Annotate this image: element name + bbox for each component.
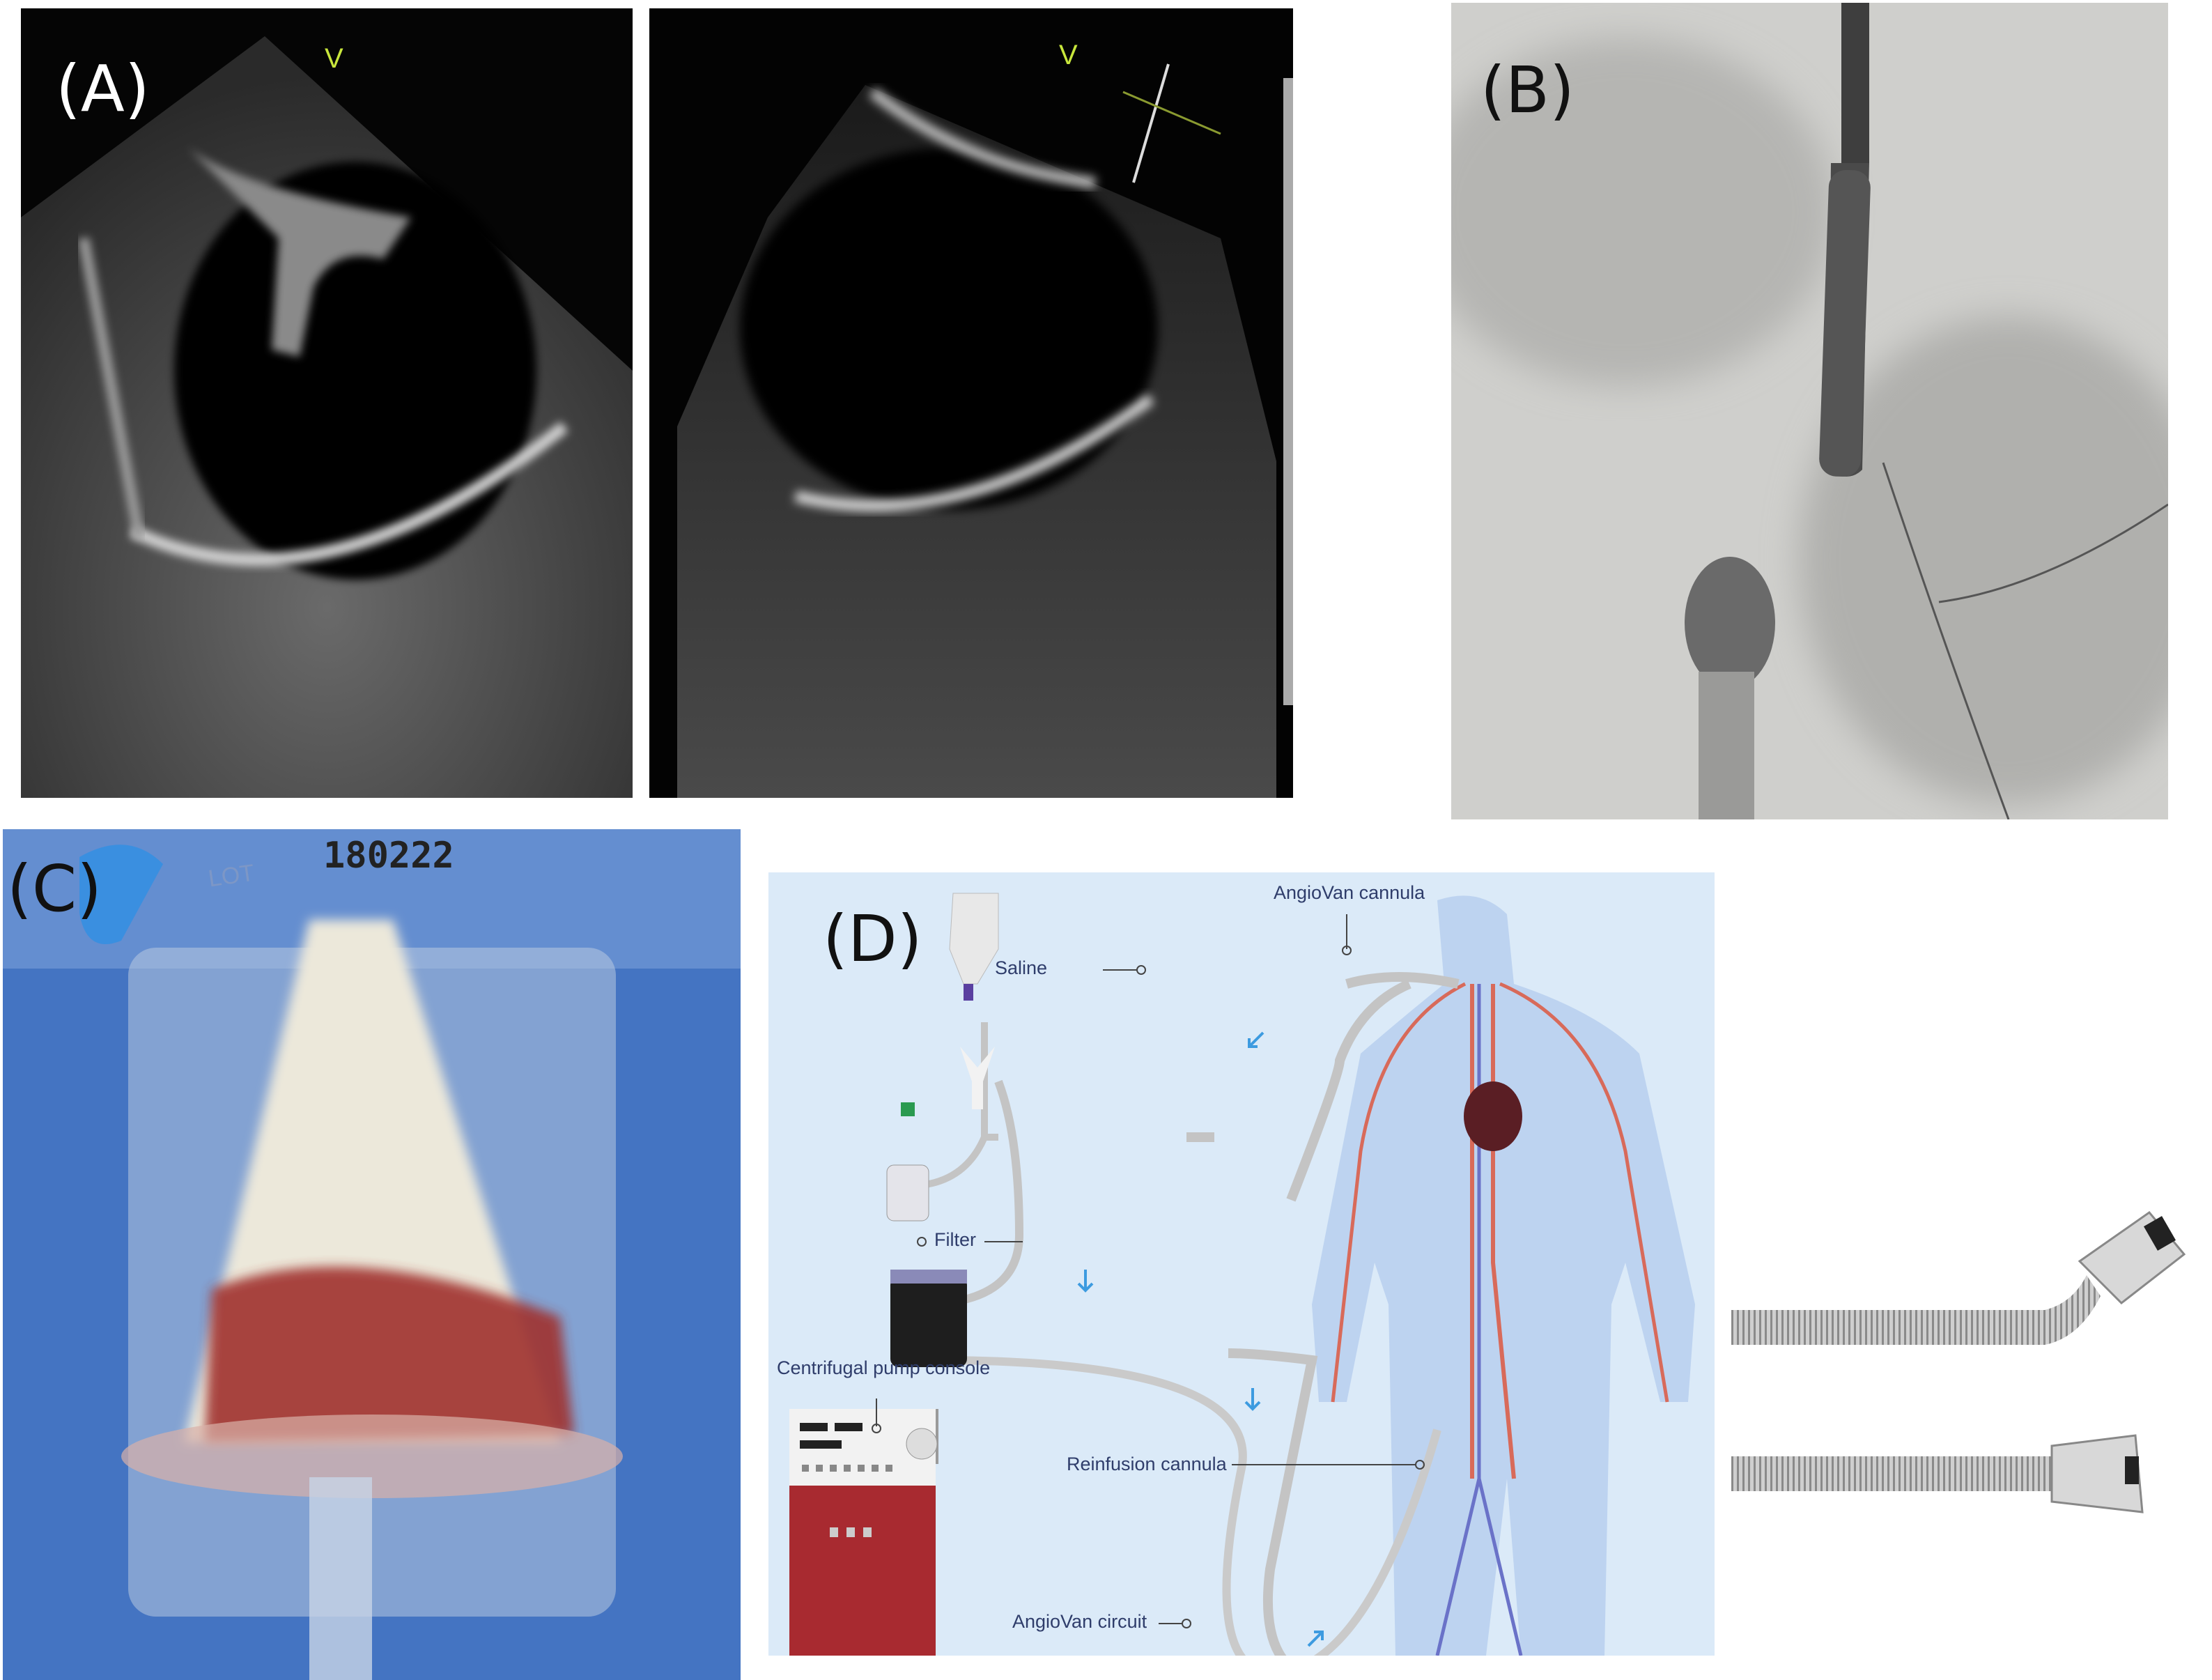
callout-reinfusion-cannula: Reinfusion cannula [1067, 1454, 1227, 1474]
panel-b-fluoroscopy: (B) [1451, 3, 2168, 819]
lot-number: 180222 [323, 835, 454, 877]
body-silhouette [1312, 895, 1695, 1656]
callout-pump-console: Centrifugal pump console [777, 1357, 991, 1378]
flow-arrow [1077, 1270, 1094, 1293]
panel-d-angiovan-schematic: (D) AngioVan cannula Saline Filter Centr… [768, 872, 1715, 1656]
panel-a-echo-left: (A) V [21, 8, 633, 798]
angiovan-circuit-diagram [789, 893, 1695, 1656]
fluoroscopy-image [1451, 3, 2168, 819]
panel-a-echo-right: V [649, 8, 1293, 798]
cannula-angled [1731, 1275, 2101, 1345]
flow-arrow [1244, 1388, 1261, 1411]
callout-angiovan-cannula: AngioVan cannula [1274, 882, 1425, 903]
orientation-marker: V [325, 43, 343, 74]
panel-c-clot-photo: LOT 180222 (C) [3, 829, 741, 1680]
echo-image-right [677, 63, 1293, 798]
heart [1464, 1081, 1522, 1151]
panel-label-b: (B) [1480, 53, 1575, 128]
cannula-tips-photo [1731, 1199, 2198, 1547]
echo-image-left [21, 36, 633, 798]
callout-filter: Filter [934, 1229, 976, 1250]
orientation-marker: V [1059, 40, 1078, 70]
panel-label-a: (A) [56, 52, 150, 126]
saline-bag [949, 893, 999, 985]
callout-saline: Saline [995, 957, 1048, 978]
cannula-straight [1731, 1456, 2059, 1491]
centrifugal-pump [890, 1277, 967, 1367]
panel-label-d: (D) [823, 902, 922, 976]
flow-arrow [1307, 1631, 1324, 1647]
filter-device [886, 1164, 929, 1222]
filter-with-clot-image [3, 829, 741, 1680]
cannula-tips-image [1731, 1210, 2186, 1513]
callout-angiovan-circuit: AngioVan circuit [1012, 1611, 1147, 1632]
panel-label-c: (C) [7, 851, 102, 926]
flow-arrow [1248, 1031, 1264, 1048]
